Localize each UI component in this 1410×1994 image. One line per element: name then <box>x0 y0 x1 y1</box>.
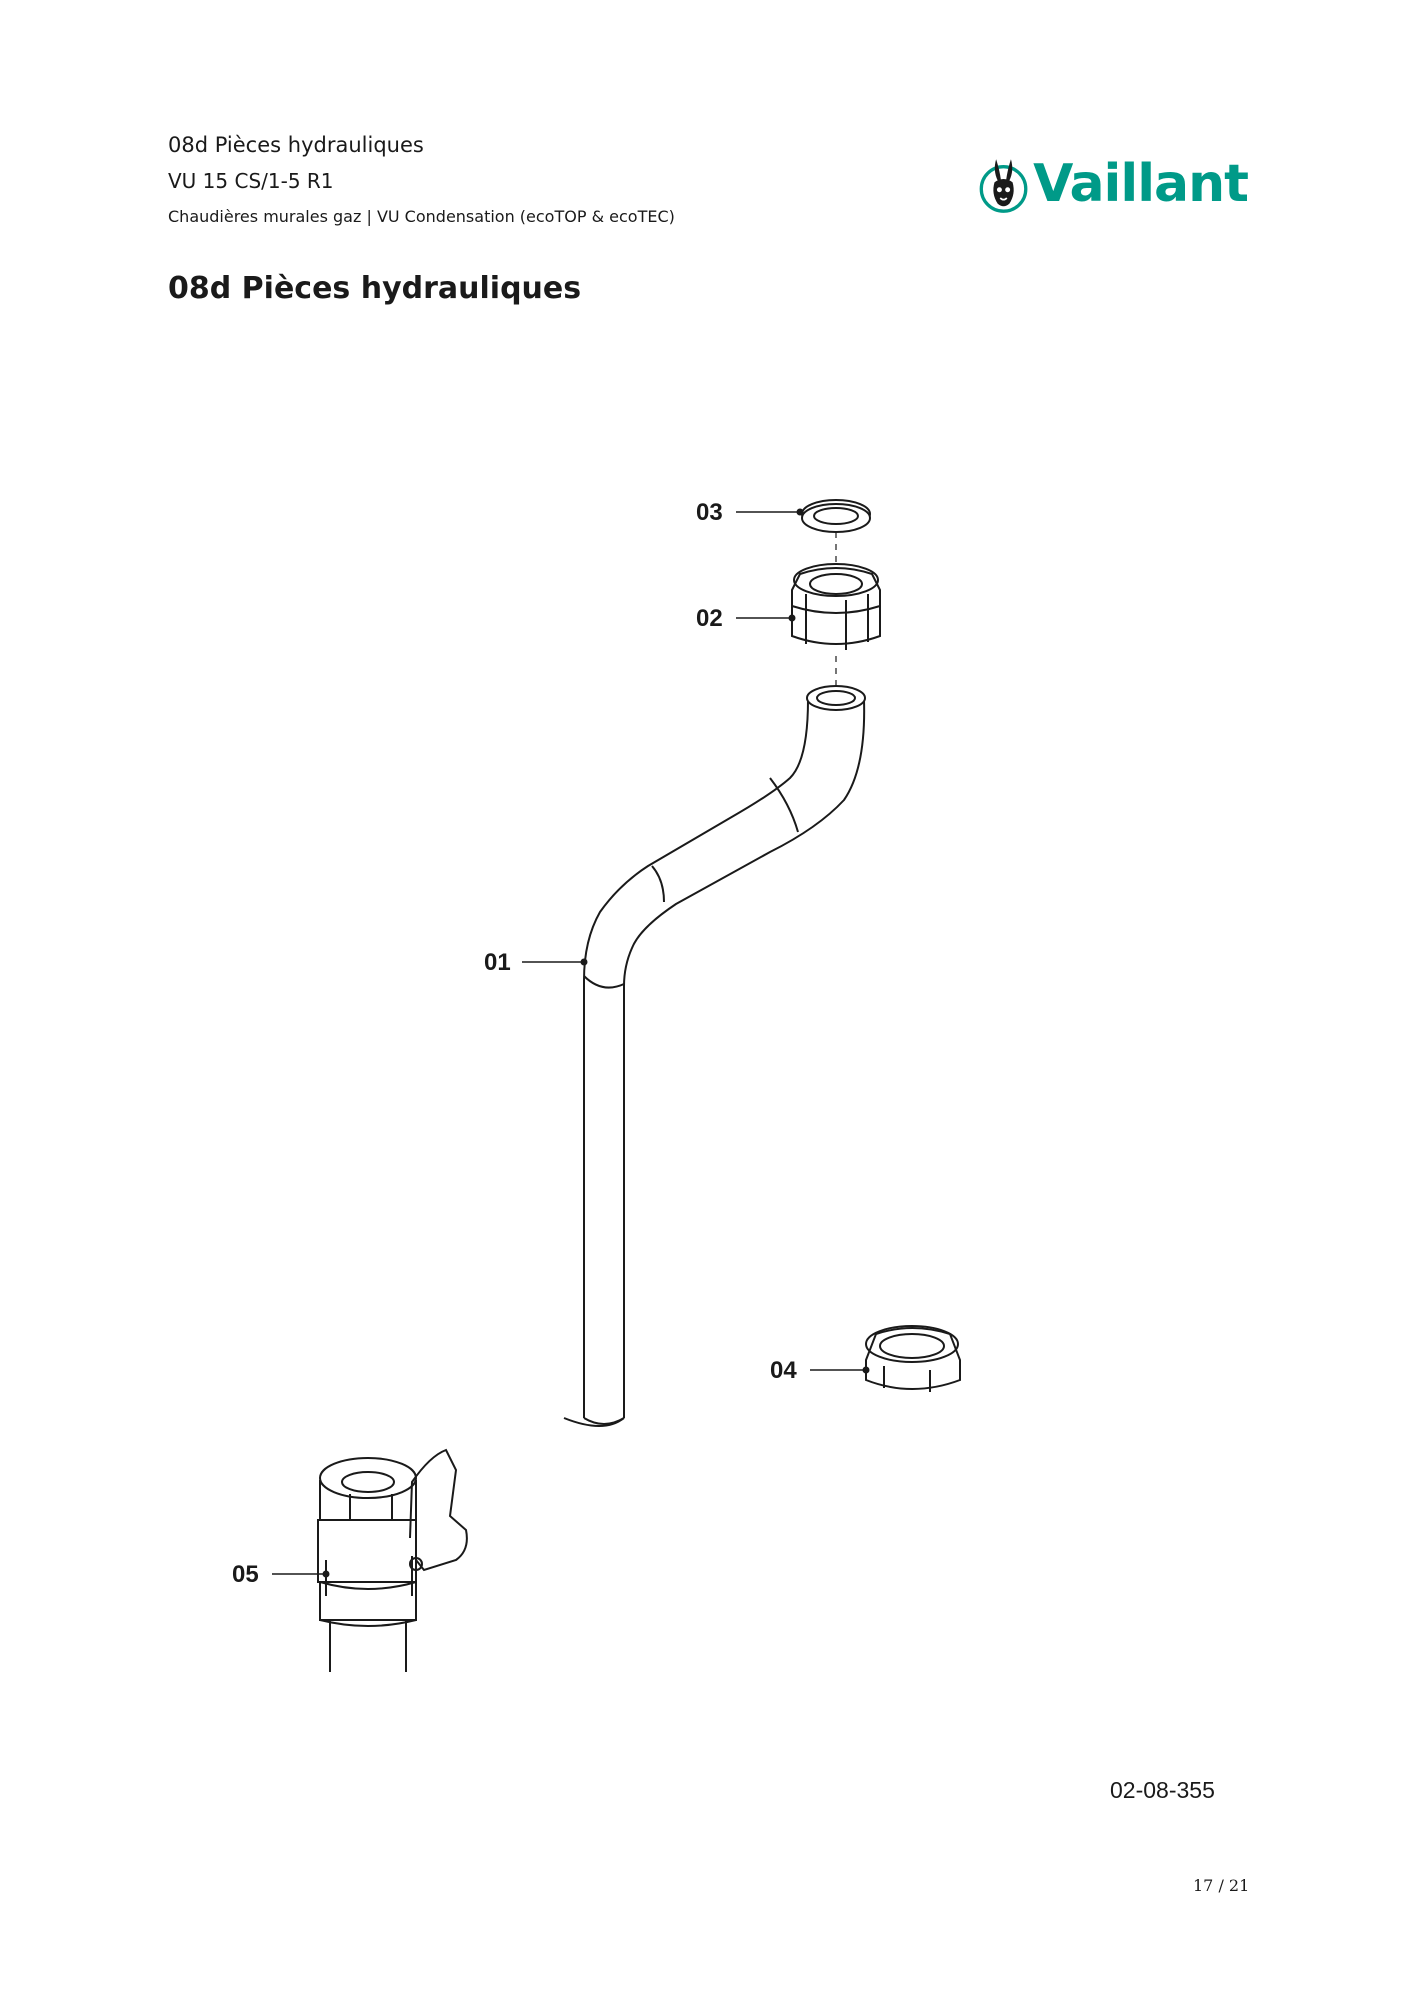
part-01-bent-pipe <box>563 685 866 1427</box>
header-section-title: 08d Pièces hydrauliques <box>168 133 424 157</box>
part-05-ball-valve <box>317 1448 468 1672</box>
page-number: 17 / 21 <box>1193 1876 1250 1895</box>
page-title: 08d Pièces hydrauliques <box>168 271 582 306</box>
brand-logo: Vaillant <box>978 141 1249 227</box>
hare-logo-icon <box>979 159 1028 213</box>
callout-04: 04 <box>770 1357 797 1384</box>
part-03-seal-ring <box>801 499 871 533</box>
leader-dot-01 <box>580 958 588 966</box>
leader-dot-03 <box>796 508 804 516</box>
callout-01: 01 <box>484 949 511 976</box>
part-04-hex-nut <box>865 1325 961 1392</box>
callout-05: 05 <box>232 1561 259 1588</box>
leader-dot-04 <box>862 1366 870 1374</box>
leader-dot-05 <box>322 1570 330 1578</box>
header-product-range: Chaudières murales gaz | VU Condensation… <box>168 207 675 226</box>
part-02-union-nut <box>791 563 881 650</box>
header-model: VU 15 CS/1-5 R1 <box>168 169 334 193</box>
callout-03: 03 <box>696 499 723 526</box>
callout-02: 02 <box>696 605 723 632</box>
leader-dot-02 <box>788 614 796 622</box>
drawing-reference: 02-08-355 <box>1110 1777 1215 1803</box>
brand-wordmark: Vaillant <box>1033 154 1249 214</box>
